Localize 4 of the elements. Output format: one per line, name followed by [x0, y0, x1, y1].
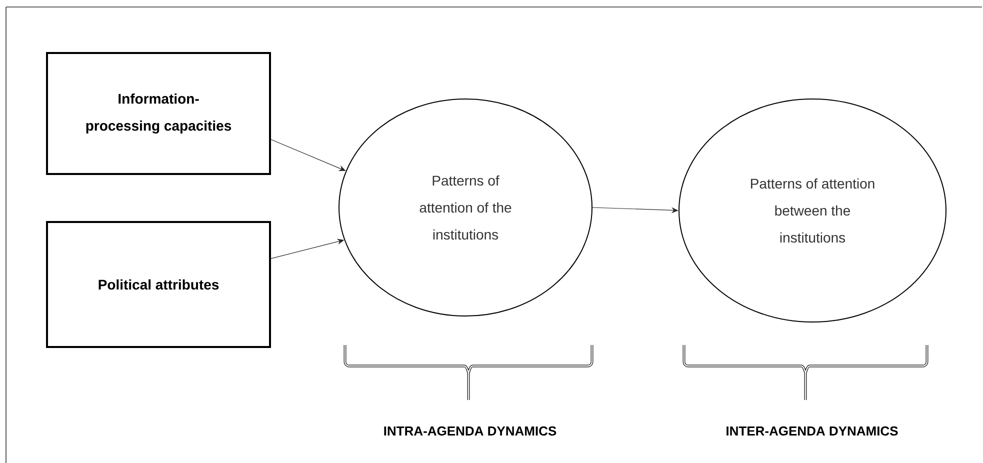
brace-label: INTER-AGENDA DYNAMICS	[726, 426, 898, 436]
brace-label: INTRA-AGENDA DYNAMICS	[384, 426, 556, 436]
process-box: Political attributes	[46, 221, 271, 348]
process-box: Information-processing capacities	[46, 52, 271, 175]
